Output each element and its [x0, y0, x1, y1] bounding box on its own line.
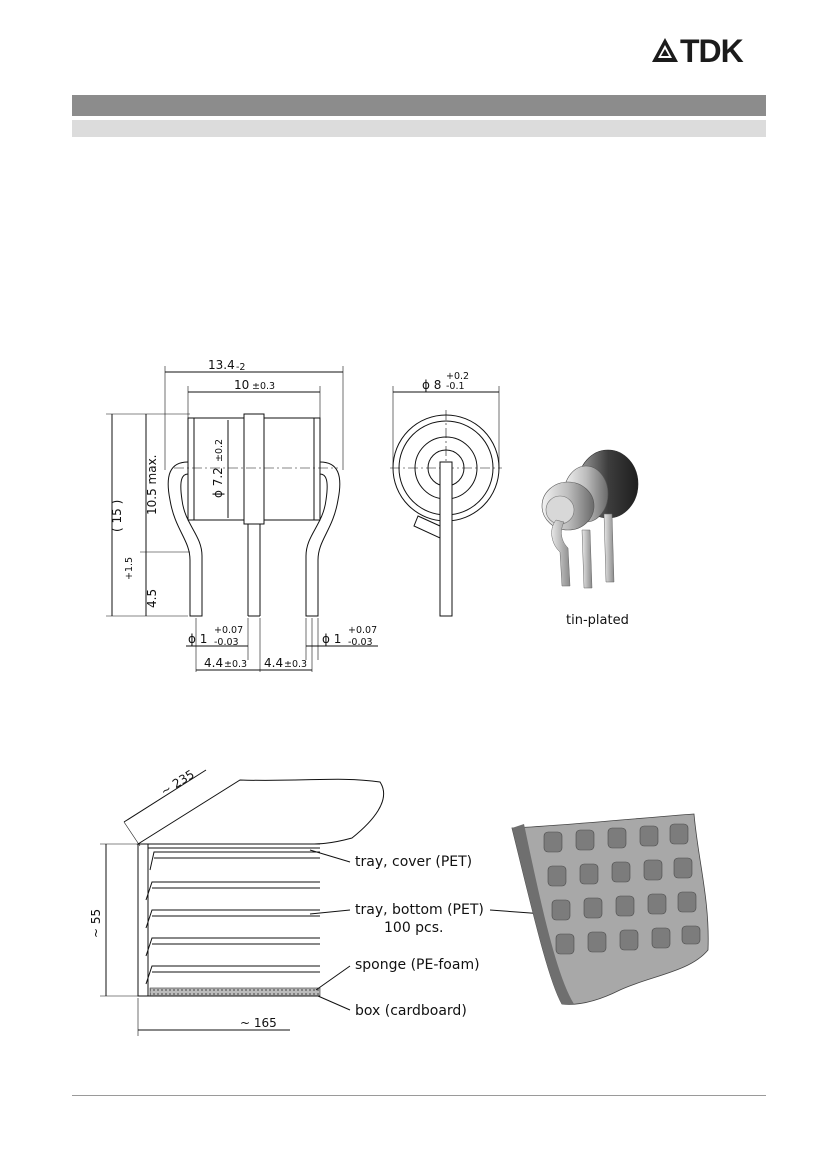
- pitch-left-label: 4.4: [204, 656, 223, 670]
- tdk-logo: TDK: [652, 33, 770, 69]
- tdk-triangle-logo-icon: [652, 38, 678, 62]
- lead-length-tol: +1.5: [124, 557, 135, 580]
- lead-dia-right-label: ϕ 1: [322, 632, 341, 646]
- outer-dia-tol-plus: +0.2: [446, 371, 469, 382]
- lead-dia-left-plus: +0.07: [214, 625, 243, 636]
- lead-dia-right-minus: -0.03: [348, 637, 373, 648]
- body-length-tol: ±0.3: [252, 381, 275, 392]
- tray-pcs-label: 100 pcs.: [384, 920, 444, 936]
- outer-dia-tol-minus: -0.1: [446, 381, 465, 392]
- body-length-label: 10: [234, 378, 249, 392]
- inner-dia-label: ϕ 7.2: [211, 467, 225, 498]
- packaging-drawing: [100, 769, 573, 1036]
- subtitle-bar: [72, 120, 766, 137]
- height-body-label: 10.5 max.: [145, 455, 159, 516]
- sponge-label: sponge (PE-foam): [355, 957, 480, 973]
- lead-dia-right-plus: +0.07: [348, 625, 377, 636]
- pitch-left-tol: ±0.3: [224, 659, 247, 670]
- tray-bottom-label: tray, bottom (PET): [355, 902, 484, 918]
- right-lead: [305, 461, 341, 617]
- inner-dia-tol: ±0.2: [214, 439, 225, 462]
- front-view-texts: ϕ 8 +0.2 -0.1: [422, 371, 469, 392]
- footer-divider: [72, 1095, 766, 1096]
- overall-length-label: 13.4: [208, 358, 235, 372]
- pitch-right-tol: ±0.3: [284, 659, 307, 670]
- side-view-texts: 13.4 -2 10 ±0.3 ( 15 ) 10.5 max. 4.5 +1.…: [110, 358, 377, 670]
- pitch-right-label: 4.4: [264, 656, 283, 670]
- title-bar: [72, 95, 766, 116]
- height-total-label: ( 15 ): [110, 500, 124, 532]
- component-3d-view: tin-plated: [541, 449, 639, 628]
- outer-dia-label: ϕ 8: [422, 378, 441, 392]
- sponge-layer: [149, 987, 321, 997]
- overall-length-tol: -2: [236, 362, 245, 373]
- height-label: ~ 55: [89, 909, 103, 938]
- side-view: [106, 366, 378, 672]
- depth-label: ~ 235: [158, 767, 197, 798]
- finish-label: tin-plated: [566, 613, 629, 628]
- lead-dia-left-minus: -0.03: [214, 637, 239, 648]
- brand-name: TDK: [680, 33, 744, 69]
- left-lead: [167, 461, 203, 617]
- tray-lines: [145, 851, 320, 985]
- box-label: box (cardboard): [355, 1003, 467, 1019]
- width-label: ~ 165: [240, 1016, 277, 1030]
- lead-dia-left-label: ϕ 1: [188, 632, 207, 646]
- front-view: [390, 386, 502, 617]
- tray-cover-label: tray, cover (PET): [355, 854, 472, 870]
- lead-length-label: 4.5: [145, 589, 159, 608]
- center-electrode: [243, 413, 265, 525]
- tray-3d-view: [511, 813, 709, 1005]
